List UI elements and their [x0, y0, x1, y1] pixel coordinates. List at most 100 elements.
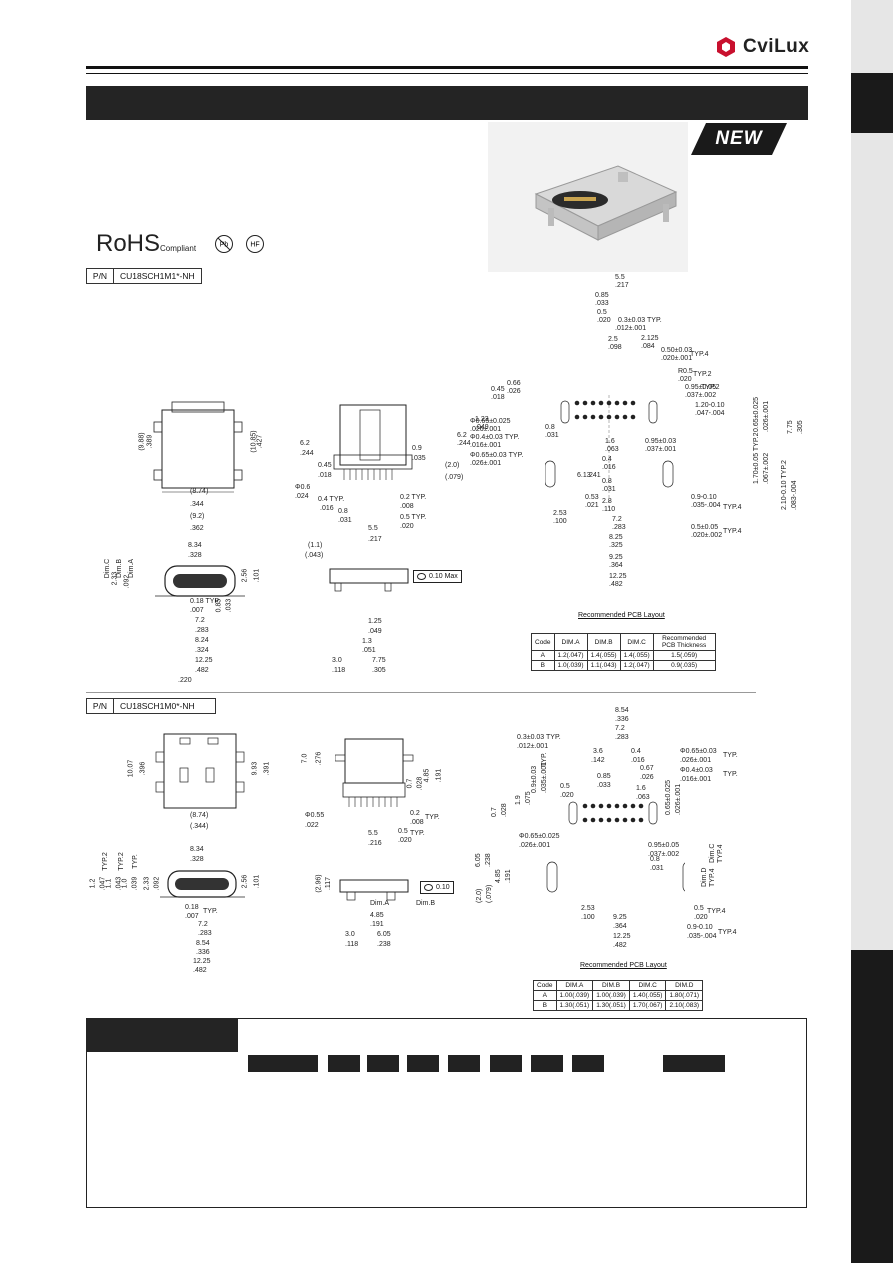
part1-pn-box: P/N CU18SCH1M1*-NH [86, 268, 202, 284]
logo: CviLux [715, 33, 809, 61]
dimension-label: 6.2 [457, 432, 467, 439]
dimension-label: 7.75 [787, 420, 794, 434]
dimension-label: 6.05 [377, 931, 391, 938]
dimension-label: 0.9-0.10 [691, 494, 717, 501]
part2-pn-box: P/N CU18SCH1M0*-NH [86, 698, 216, 714]
dimension-label: TYP. [723, 771, 738, 778]
dimension-label: .389 [146, 434, 154, 449]
dimension-label: .482 [609, 581, 623, 588]
dimension-label: .033 [597, 782, 611, 789]
table-cell: 0.9(.035) [652, 660, 716, 671]
table-cell: DIM.B [592, 980, 630, 991]
dimension-label: .037±.001 [645, 446, 677, 453]
dimension-label: .008 [410, 819, 424, 826]
dimension-label: 8.34 [188, 542, 202, 549]
dimension-label: (2.96) [315, 874, 323, 893]
dimension-label: 0.4 TYP. [318, 496, 345, 503]
dimension-label: 0.18 TYP. [190, 598, 221, 605]
dimension-label: .216 [368, 840, 382, 847]
dimension-label: Dim.C [104, 558, 112, 579]
dimension-label: .283 [615, 734, 629, 741]
dimension-label: TYP.2 [693, 371, 712, 378]
dimension-label: 12.25 [193, 958, 211, 965]
table-cell: DIM.A [555, 980, 594, 991]
dimension-label: 0.85 [215, 598, 223, 613]
dimension-label: .191 [435, 768, 443, 783]
table-cell: Code [531, 633, 555, 651]
dimension-label: 0.5 [398, 828, 408, 835]
dimension-label: 0.18 [185, 904, 199, 911]
dimension-label: 8.54 [196, 940, 210, 947]
dimension-label: 0.7 [406, 778, 414, 789]
order-code-cell [328, 1055, 360, 1072]
dimension-label: .283 [195, 627, 209, 634]
dimension-label: 1.6 [605, 438, 615, 445]
dimension-label: .031 [545, 432, 559, 439]
table-cell: B [533, 1000, 557, 1011]
dimension-label: 0.5 [597, 309, 607, 316]
table-cell: 1.2(.047) [619, 660, 654, 671]
dimension-label: 0.45 [491, 386, 505, 393]
dimension-label: TYP.2 [117, 852, 125, 871]
dimension-label: .283 [612, 524, 626, 531]
order-code-cell [490, 1055, 522, 1072]
dimension-label: (.079) [445, 474, 464, 481]
dimension-label: 10.07 [127, 759, 135, 778]
dimension-label: .364 [609, 562, 623, 569]
dimension-label: 0.4 [631, 748, 641, 755]
order-code-cell [448, 1055, 480, 1072]
table-cell: 1.5(.059) [652, 650, 716, 661]
dimension-label: 5.5 [368, 525, 378, 532]
dimension-label: R0.5 [678, 368, 693, 375]
table-cell: DIM.C [628, 980, 667, 991]
dimension-label: .328 [188, 552, 202, 559]
title-bar [86, 86, 808, 120]
dimension-label: 6.2 [300, 440, 310, 447]
new-badge-shape [691, 123, 787, 155]
dimension-label: 0.5 [560, 783, 570, 790]
part1-side-view [333, 404, 413, 480]
dimension-label: 0.85 [597, 773, 611, 780]
dimension-label: .016±.001 [680, 776, 712, 783]
dimension-label: .020 [678, 376, 692, 383]
dimension-label: .031 [338, 517, 352, 524]
dimension-label: TYP.4 [709, 868, 716, 887]
dimension-label: 0.7 [491, 807, 498, 817]
dimension-label: .482 [613, 942, 627, 949]
dimension-label: (9.88) [138, 432, 146, 451]
dimension-label: 0.53 [585, 494, 599, 501]
dimension-label: .037±.002 [685, 392, 717, 399]
dimension-label: Φ0.65±0.03 [680, 748, 717, 755]
dimension-label: 2.125 [641, 335, 659, 342]
dimension-label: .220 [178, 677, 192, 684]
order-code-cell [248, 1055, 318, 1072]
dimension-label: TYP.4 [718, 929, 737, 936]
dimension-label: 1.3 [362, 638, 372, 645]
table-cell: Code [533, 980, 557, 991]
dimension-label: .031 [650, 865, 664, 872]
pb-free-icon: Pb [215, 235, 233, 253]
dimension-label: 7.2 [612, 516, 622, 523]
dimension-label: .026 [507, 388, 521, 395]
dimension-label: .336 [196, 949, 210, 956]
dimension-label: 2.56 [241, 874, 249, 889]
dimension-label: 7.0 [301, 753, 309, 764]
dimension-label: Φ0.4±0.03 TYP. [470, 434, 520, 441]
dimension-label: .305 [372, 667, 386, 674]
dimension-label: .244 [457, 440, 471, 447]
dimension-label: .364 [613, 923, 627, 930]
dimension-label: .020±.001 [661, 355, 693, 362]
dimension-label: 0.5 [694, 905, 704, 912]
part1-pcb-table: Code DIM.A DIM.B DIM.C Recommended PCB T… [531, 633, 716, 671]
dimension-label: .241 [587, 472, 601, 479]
dimension-label: 7.75 [372, 657, 386, 664]
dimension-label: .026±.001 [763, 400, 770, 432]
dimension-label: .482 [195, 667, 209, 674]
table-cell: DIM.C [619, 633, 654, 651]
dimension-label: .324 [195, 647, 209, 654]
dimension-label: TYP.4 [690, 351, 709, 358]
svg-text:HF: HF [250, 242, 259, 249]
dimension-label: (2.0) [476, 888, 483, 903]
dimension-label: TYP. [425, 814, 440, 821]
